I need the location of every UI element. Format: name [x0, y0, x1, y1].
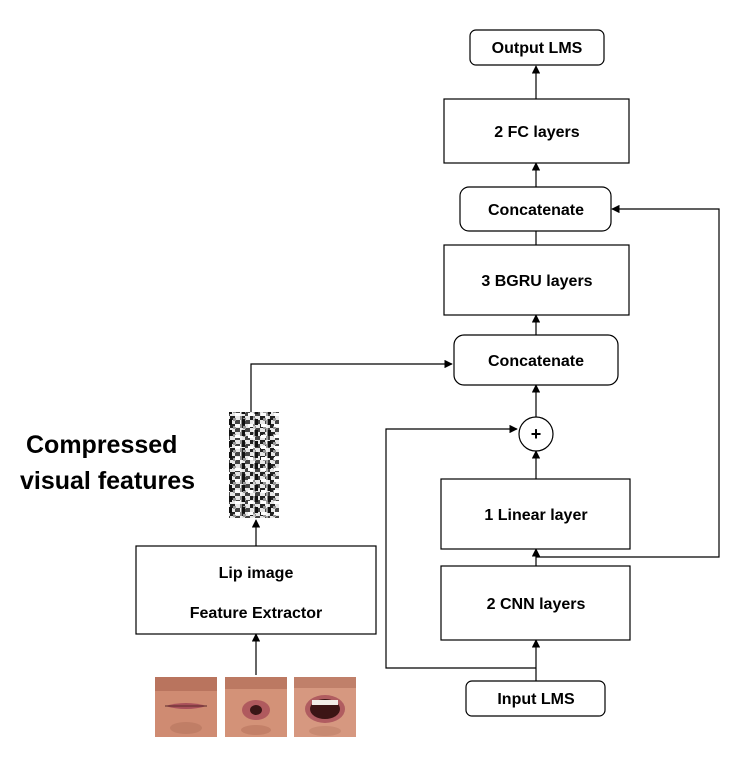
plus-symbol: + [531, 424, 542, 444]
node-linear-layer: 1 Linear layer [440, 478, 631, 550]
arrow-skip-to-concat [536, 204, 720, 558]
node-output-lms: Output LMS [469, 29, 605, 66]
lip-images [155, 677, 356, 737]
lip-image-pursed [225, 677, 287, 737]
arrow-residual-to-plus [385, 424, 536, 669]
node-lip-feature-extractor: Lip image Feature Extractor [135, 545, 377, 635]
node-concatenate-top: Concatenate [459, 186, 612, 232]
output-lms-label: Output LMS [492, 40, 583, 57]
concatenate-mid-label: Concatenate [488, 353, 584, 370]
lip-image-open [294, 677, 356, 737]
arrow-features-to-concat [250, 359, 453, 412]
linear-layer-label: 1 Linear layer [484, 507, 587, 524]
bgru-layers-label: 3 BGRU layers [481, 273, 592, 290]
node-concatenate-mid: Concatenate [453, 334, 619, 386]
compressed-label-line1: Compressed [26, 431, 177, 459]
concatenate-top-label: Concatenate [488, 202, 584, 219]
input-lms-label: Input LMS [497, 691, 575, 708]
fc-layers-label: 2 FC layers [494, 124, 579, 141]
compressed-label-line2: visual features [20, 467, 195, 495]
node-bgru-layers: 3 BGRU layers [443, 244, 630, 316]
connectors [250, 65, 720, 681]
lip-extractor-label-line2: Feature Extractor [190, 605, 323, 622]
node-cnn-layers: 2 CNN layers [440, 565, 631, 641]
lip-image-closed [155, 677, 217, 737]
node-plus: + [518, 416, 554, 452]
lip-extractor-label-line1: Lip image [219, 565, 294, 582]
cnn-layers-label: 2 CNN layers [487, 596, 586, 613]
compressed-features-image [229, 412, 279, 518]
node-fc-layers: 2 FC layers [443, 98, 630, 164]
node-input-lms: Input LMS [465, 680, 606, 717]
